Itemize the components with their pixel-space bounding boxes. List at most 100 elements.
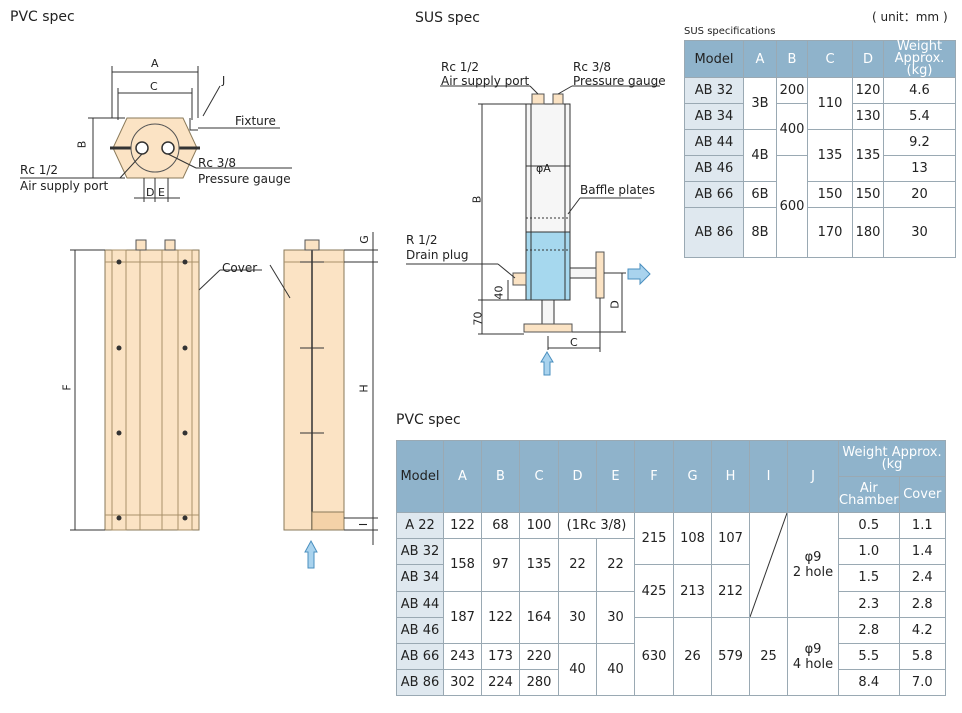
cell: 25: [749, 617, 788, 696]
pvc-header-f: F: [634, 440, 674, 513]
sus-header-b: B: [776, 40, 808, 78]
sus-header-c: C: [807, 40, 853, 78]
cell: 110: [807, 77, 853, 130]
sus-header-model: Model: [684, 40, 744, 78]
dim-i-label: I: [357, 522, 371, 527]
cell: 302: [443, 669, 482, 696]
sus-rc38-line2: Pressure gauge: [573, 74, 666, 88]
model-cell: AB 86: [684, 207, 744, 258]
model-cell: AB 32: [396, 537, 444, 566]
cell: 4.2: [898, 617, 947, 644]
cell: 0.5: [838, 512, 900, 539]
cell: 8.4: [838, 669, 900, 696]
dim-e-label: E: [158, 186, 165, 199]
j-top-line1: φ9: [804, 550, 822, 565]
pvc-spec-table: Model A B C D E F G H I J Weight Approx.…: [396, 440, 947, 696]
sus-table-caption: SUS specifications: [684, 26, 776, 37]
cell: 170: [807, 207, 853, 258]
phi-a-label: φA: [536, 162, 551, 175]
cell: 107: [711, 511, 750, 566]
diagonal-line: [750, 513, 787, 617]
cell: 30: [558, 590, 597, 645]
cell: (1Rc 3/8): [558, 512, 635, 539]
table-row: AB 44 4B 135 135 9.2: [684, 129, 956, 182]
baffle-label: Baffle plates: [580, 183, 656, 197]
cell: 20: [883, 181, 956, 208]
table-row: AB 44 187 122 164 30 30 2.3 2.8: [396, 590, 947, 645]
model-cell: AB 46: [684, 155, 744, 182]
sus-dim-b-label: B: [470, 195, 484, 204]
cell: 425: [634, 564, 674, 618]
cell: 120: [852, 77, 884, 104]
dim-g-label: G: [357, 235, 371, 244]
pvc-header-j: J: [787, 440, 839, 513]
pvc-rc38-line2: Pressure gauge: [198, 172, 291, 186]
r12-line2: Drain plug: [406, 248, 469, 262]
cell: 4B: [743, 129, 777, 182]
pvc-header-c: C: [519, 440, 559, 513]
cell: 68: [481, 512, 520, 539]
cell: 122: [481, 590, 520, 645]
cell: 2.8: [898, 590, 947, 619]
sus-dim-70-label: 70: [471, 311, 485, 326]
model-cell: AB 32: [684, 77, 744, 104]
cell: 213: [673, 564, 712, 618]
cell: 108: [673, 511, 712, 566]
cell: 135: [807, 129, 853, 182]
cell: 187: [443, 590, 482, 645]
pvc-header-cover: Cover: [898, 476, 947, 513]
j-cell-bottom: φ9 4 hole: [787, 617, 839, 696]
cell: 212: [711, 564, 750, 618]
pvc-drawing: [20, 66, 378, 569]
cell: 130: [852, 103, 884, 130]
cell: 135: [852, 129, 884, 182]
dim-c-label: C: [150, 80, 158, 93]
cell: 158: [443, 538, 482, 592]
cell: 630: [634, 617, 674, 696]
pvc-header-model: Model: [396, 440, 444, 513]
cell: 40: [596, 643, 635, 696]
sus-rc12-line1: Rc 1/2: [441, 60, 480, 74]
cell: 22: [558, 538, 597, 592]
cell: 26: [673, 617, 712, 696]
sus-dim-d-label: D: [608, 300, 622, 309]
model-cell: AB 66: [396, 643, 444, 670]
cell: 6B: [743, 181, 777, 208]
pvc-header-weight: Weight Approx.(kg: [838, 440, 946, 477]
cell: 4.6: [883, 77, 956, 104]
i-empty-cell: [749, 512, 788, 618]
pvc-table-heading: PVC spec: [396, 412, 461, 428]
pvc-header-h: H: [711, 440, 750, 513]
sus-header-a: A: [743, 40, 777, 78]
cell: 200: [776, 77, 808, 104]
cell: 220: [519, 643, 559, 670]
sus-header-weight: Weight Approx.(kg): [883, 40, 956, 78]
cell: 100: [519, 512, 559, 539]
table-row: AB 32 3B 200 110 120 4.6: [684, 77, 956, 130]
model-cell: AB 44: [684, 129, 744, 156]
fixture-label: Fixture: [235, 114, 276, 128]
dim-h-label: H: [357, 384, 371, 393]
cell: 224: [481, 669, 520, 696]
j-cell-top: φ9 2 hole: [787, 512, 839, 618]
cell: 164: [519, 590, 559, 645]
j-bot-line2: 4 hole: [792, 656, 834, 672]
table-row: AB 34 425 213 212 1.5 2.4: [396, 564, 947, 618]
cell: 1.4: [898, 537, 947, 566]
table-row: AB 86 302 224 280 8.4 7.0: [396, 669, 947, 696]
cell: 579: [711, 617, 750, 696]
cell: 150: [852, 181, 884, 208]
table-row: AB 66 243 173 220 40 40 5.5 5.8: [396, 643, 947, 696]
table-row: A 22 122 68 100 (1Rc 3/8) 215 108 107 φ9…: [396, 511, 947, 618]
cell: 22: [596, 538, 635, 592]
pvc-header-row: Model A B C D E F G H I J Weight Approx.…: [396, 440, 946, 513]
model-cell: AB 46: [396, 617, 444, 644]
cell: 150: [807, 181, 853, 208]
cell: 2.4: [898, 564, 947, 592]
pvc-header-e: E: [596, 440, 635, 513]
table-row: AB 86 8B 170 180 30: [684, 207, 956, 258]
dim-b-label: B: [75, 140, 89, 149]
sus-header-row: Model A B C D Weight Approx.(kg): [684, 40, 956, 78]
cell: 30: [883, 207, 956, 258]
cell: 180: [852, 207, 884, 258]
